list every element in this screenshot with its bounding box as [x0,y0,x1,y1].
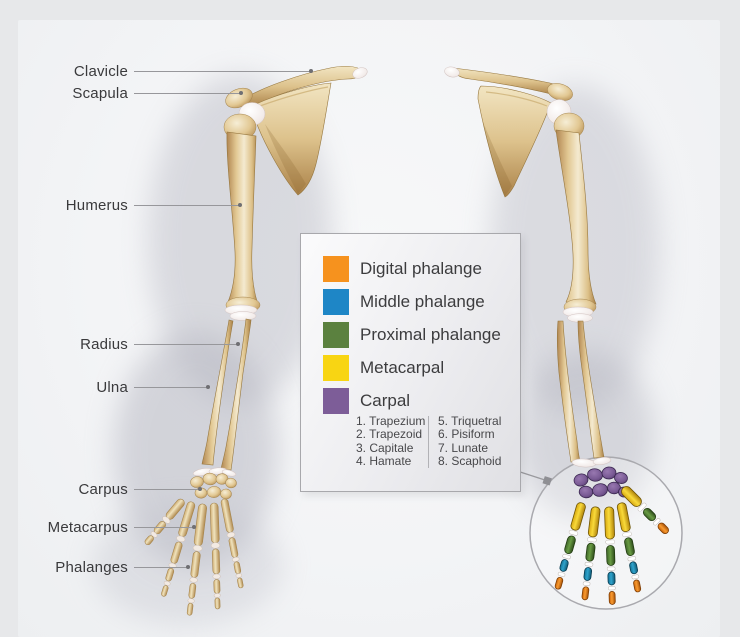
label-ulna-text: Ulna [96,378,128,396]
label-phalanges-line [134,564,191,570]
carpal-item-triquetral: 5. Triquetral [438,414,502,428]
label-radius-text: Radius [80,335,128,353]
carpal-item-pisiform: 6. Pisiform [438,427,495,442]
metacarpal-swatch [323,355,349,381]
carpal-list-column-2: 5. Triquetral 6. Pisiform 7. Lunate 8. S… [438,414,502,469]
label-clavicle-text: Clavicle [73,62,128,80]
proximal-phalange-swatch [323,322,349,348]
carpal-bone-list: 1. Trapezium 2. Trapezoid 3. Capitale 4.… [356,414,502,469]
label-phalanges-text: Phalanges [55,558,128,576]
label-metacarpus: Metacarpus [30,518,197,536]
label-clavicle: Clavicle [30,62,313,80]
colored-index-finger [616,502,642,593]
carpal-item-scaphoid: 8. Scaphoid [438,454,502,469]
left-radius-bone [201,319,234,466]
label-humerus-text: Humerus [65,196,128,214]
colored-middle-finger [604,506,616,605]
left-ring-finger [209,502,221,610]
left-little-finger [220,498,244,589]
right-scapula-bone [477,85,552,198]
label-carpus-text: Carpus [78,480,128,498]
label-scapula-line [134,90,243,96]
middle-phalange-label: Middle phalange [360,292,485,311]
left-middle-finger [186,503,207,616]
carpal-item-capitale: 3. Capitale [356,440,414,455]
legend-items: Digital phalange Middle phalange Proxima… [323,256,501,414]
proximal-phalange-label: Proximal phalange [360,325,501,344]
legend-row-proximal-phalange: Proximal phalange [323,322,501,348]
carpal-list-divider [428,416,429,468]
label-radius-line [134,341,240,347]
label-scapula-text: Scapula [72,84,128,102]
legend-row-middle-phalange: Middle phalange [323,289,501,315]
metacarpal-label: Metacarpal [360,358,445,377]
carpal-item-trapezoid: 2. Trapezoid [356,427,423,442]
carpal-label: Carpal [360,391,411,410]
carpal-item-trapezium: 1. Trapezium [356,414,426,428]
label-ulna-line [134,384,211,390]
digital-phalange-label: Digital phalange [360,259,482,278]
label-metacarpus-text: Metacarpus [47,518,128,536]
label-humerus-line [134,202,242,208]
middle-phalange-swatch [323,289,349,315]
legend-panel: Digital phalange Middle phalange Proxima… [300,233,521,492]
label-carpus: Carpus [30,480,203,498]
carpal-item-lunate: 7. Lunate [438,440,489,455]
label-metacarpus-line [134,524,197,530]
right-radius-bone [577,320,605,459]
left-carpus-bones [190,472,237,500]
right-arm-skeleton [444,66,669,605]
colored-ring-finger [581,506,601,601]
legend-row-metacarpal: Metacarpal [323,355,501,381]
carpal-bones-colored [573,466,630,499]
colored-little-finger [554,502,586,590]
label-carpus-line [134,486,203,492]
digital-phalange-swatch [323,256,349,282]
label-phalanges: Phalanges [30,558,191,576]
label-radius: Radius [30,335,240,353]
label-humerus: Humerus [30,196,242,214]
left-arm-skeleton [144,65,368,616]
label-clavicle-line [134,68,313,74]
carpal-swatch [323,388,349,414]
colored-thumb [621,486,669,534]
label-scapula: Scapula [30,84,243,102]
legend-row-carpal: Carpal [323,388,501,414]
carpal-list-column-1: 1. Trapezium 2. Trapezoid 3. Capitale 4.… [356,414,426,469]
label-ulna: Ulna [30,378,211,396]
carpal-item-hamate: 4. Hamate [356,454,412,469]
left-thumb [144,498,185,546]
legend-row-digital-phalange: Digital phalange [323,256,501,282]
